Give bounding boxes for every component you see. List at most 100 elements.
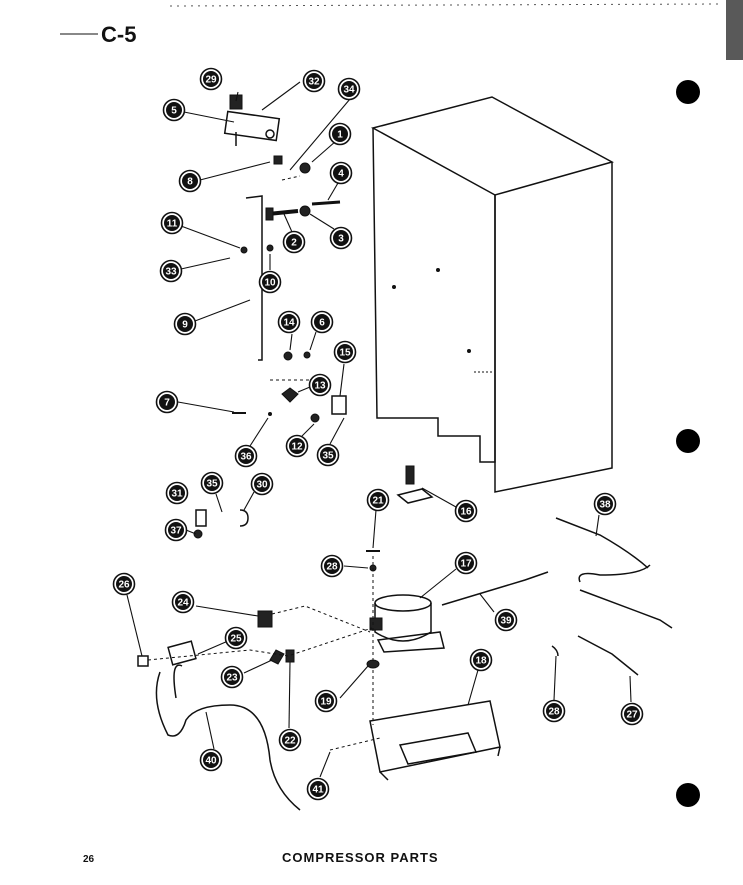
callout-15: 15 (333, 340, 357, 364)
callout-35: 35 (316, 443, 340, 467)
callout-26: 26 (112, 572, 136, 596)
callout-number: 23 (226, 673, 238, 684)
base-plate (369, 700, 501, 781)
callout-number: 40 (205, 756, 217, 767)
refrigerant-tubes (441, 517, 673, 676)
callout-number: 18 (475, 656, 487, 667)
callout-number: 12 (291, 442, 303, 453)
callout-number: 21 (372, 496, 384, 507)
callout-17: 17 (454, 551, 478, 575)
callout-11: 11 (160, 211, 184, 235)
leader-lines (126, 81, 632, 778)
callout-31: 31 (165, 481, 189, 505)
callout-16: 16 (454, 499, 478, 523)
callout-number: 19 (320, 697, 332, 708)
callout-number: 39 (500, 616, 512, 627)
callout-6: 6 (310, 310, 334, 334)
scan-edge-shadow (726, 0, 743, 60)
callout-40: 40 (199, 748, 223, 772)
callout-number: 41 (312, 785, 324, 796)
callout-number: 28 (548, 707, 560, 718)
callout-number: 15 (339, 348, 351, 359)
cabinet-shell (370, 96, 614, 493)
callout-24: 24 (171, 590, 195, 614)
callout-34: 34 (337, 77, 361, 101)
callout-number: 35 (206, 479, 218, 490)
callout-2: 2 (282, 230, 306, 254)
callout-number: 33 (165, 267, 177, 278)
callout-number: 17 (460, 559, 472, 570)
small-hardware (193, 155, 380, 572)
callout-4: 4 (329, 161, 353, 185)
page-code: C-5 (101, 22, 136, 47)
callout-number: 34 (343, 85, 355, 96)
callout-number: 3 (338, 234, 344, 245)
callout-41: 41 (306, 777, 330, 801)
callout-number: 37 (170, 526, 182, 537)
callout-number: 1 (337, 130, 343, 141)
callout-14: 14 (277, 310, 301, 334)
callout-number: 11 (167, 219, 178, 230)
callout-18: 18 (469, 648, 493, 672)
callout-10: 10 (258, 270, 282, 294)
callout-number: 10 (264, 278, 276, 289)
electrical-parts (137, 610, 301, 811)
callout-number: 8 (187, 177, 193, 188)
callout-23: 23 (220, 665, 244, 689)
callout-number: 27 (626, 710, 638, 721)
callout-3: 3 (329, 226, 353, 250)
callout-number: 30 (256, 480, 268, 491)
callout-19: 19 (314, 689, 338, 713)
callout-number: 24 (177, 598, 189, 609)
callout-38: 38 (593, 492, 617, 516)
callout-33: 33 (159, 259, 183, 283)
callout-number: 9 (182, 320, 188, 331)
scan-top-speckle (169, 3, 721, 7)
binder-hole-middle (676, 429, 700, 453)
callout-number: 31 (171, 489, 183, 500)
callout-9: 9 (173, 312, 197, 336)
page-number: 26 (83, 854, 95, 865)
callout-39: 39 (494, 608, 518, 632)
callout-13: 13 (308, 373, 332, 397)
callout-number: 22 (284, 736, 296, 747)
callout-12: 12 (285, 434, 309, 458)
callout-number: 29 (205, 75, 217, 86)
page-caption: COMPRESSOR PARTS (282, 850, 439, 865)
callout-number: 25 (230, 634, 242, 645)
callout-number: 28 (326, 562, 338, 573)
callout-number: 5 (171, 106, 177, 117)
binder-hole-bottom (676, 783, 700, 807)
callout-number: 38 (599, 500, 611, 511)
callout-32: 32 (302, 69, 326, 93)
callout-number: 14 (283, 318, 295, 329)
callout-36: 36 (234, 444, 258, 468)
callout-number: 35 (322, 451, 334, 462)
grommet (366, 659, 380, 669)
callout-number: 36 (240, 452, 252, 463)
callout-number: 26 (118, 580, 130, 591)
callout-7: 7 (155, 390, 179, 414)
callout-22: 22 (278, 728, 302, 752)
callout-number: 4 (338, 169, 344, 180)
callout-28: 28 (542, 699, 566, 723)
callout-28: 28 (320, 554, 344, 578)
relay-block (223, 94, 281, 146)
callout-number: 7 (164, 398, 170, 409)
callout-number: 6 (319, 318, 325, 329)
callout-21: 21 (366, 488, 390, 512)
callout-number: 2 (291, 238, 297, 249)
compressor (369, 594, 445, 653)
callout-1: 1 (328, 122, 352, 146)
callout-30: 30 (250, 472, 274, 496)
callout-37: 37 (164, 518, 188, 542)
callout-number: 16 (460, 507, 472, 518)
callout-number: 13 (314, 381, 326, 392)
valve-assembly (396, 465, 434, 504)
callout-5: 5 (162, 98, 186, 122)
callout-number: 32 (308, 77, 320, 88)
callout-8: 8 (178, 169, 202, 193)
